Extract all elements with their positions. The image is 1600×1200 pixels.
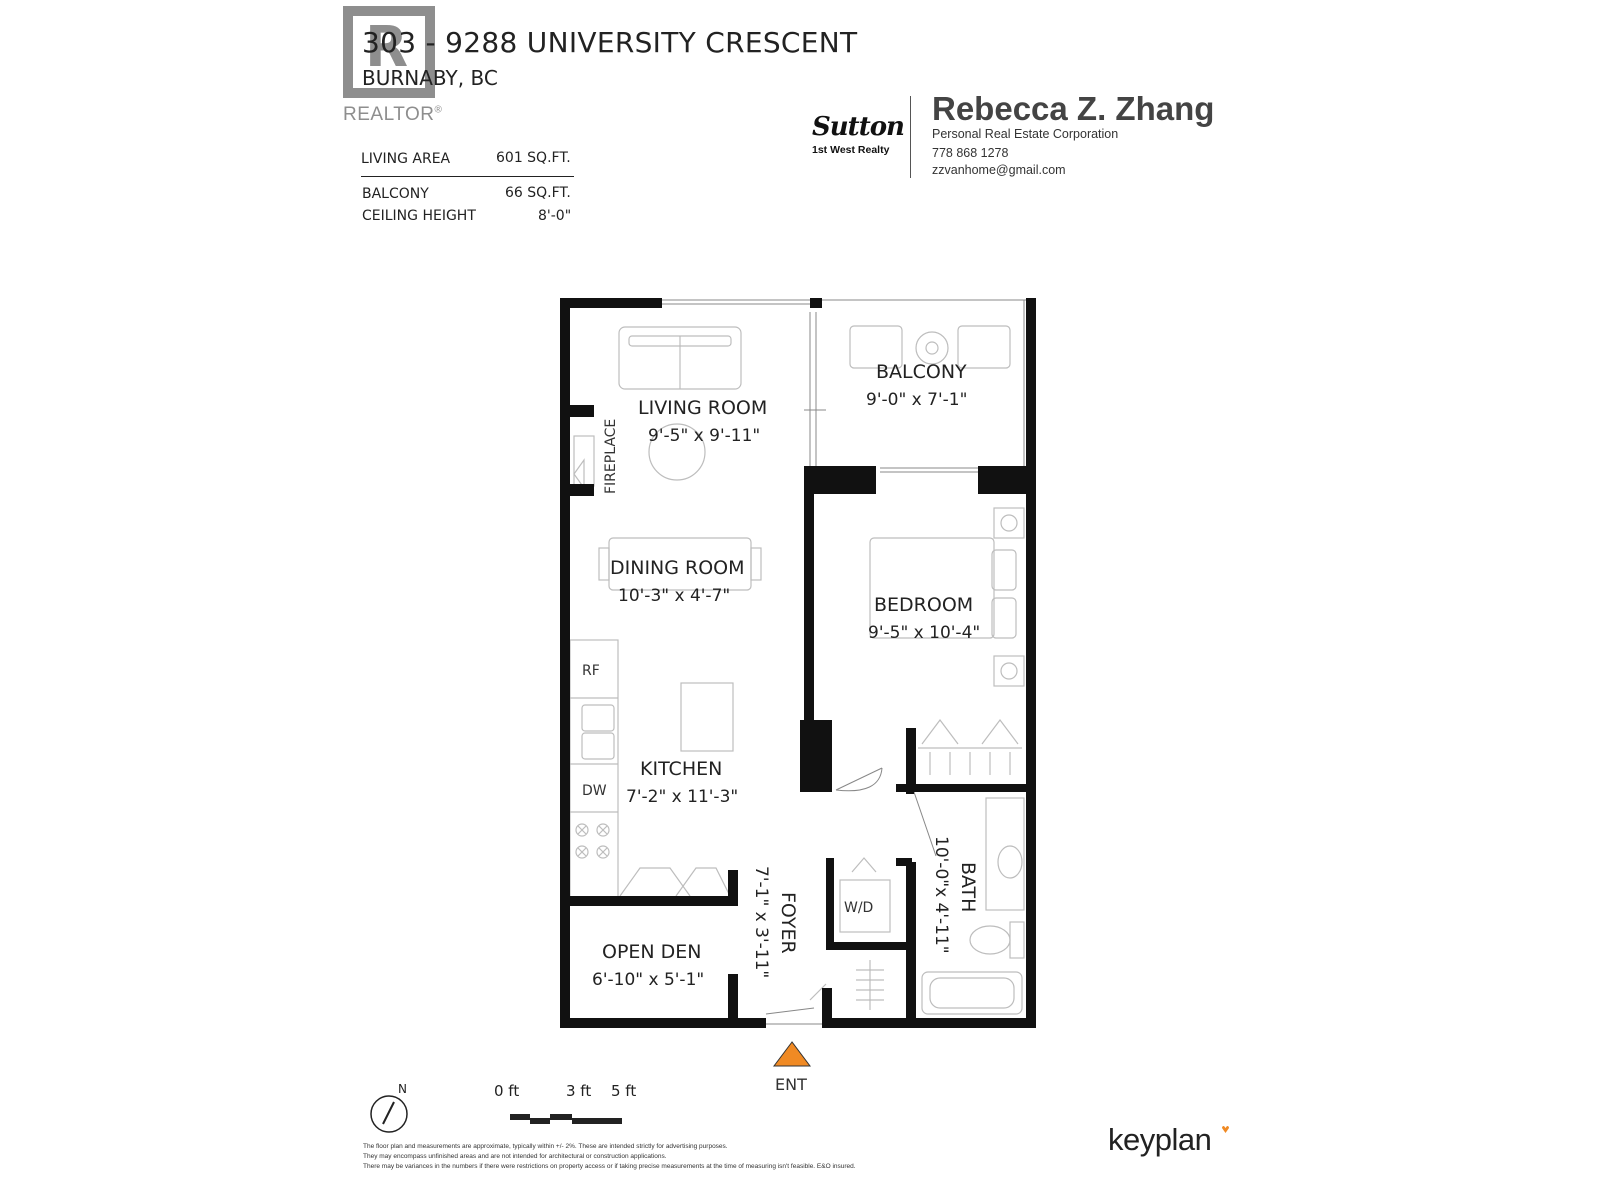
agent-email[interactable]: zzvanhome@gmail.com — [932, 163, 1066, 177]
disclaimer-line: They may encompass unfinished areas and … — [363, 1153, 667, 1160]
keyplan-logo: keyplan — [1108, 1122, 1212, 1157]
scale-label-5: 5 ft — [611, 1082, 636, 1100]
brokerage-name: 1st West Realty — [812, 144, 890, 156]
room-dining-dims: 10'-3" x 4'-7" — [618, 586, 730, 606]
vanity-icon — [985, 797, 1025, 911]
room-living-name: LIVING ROOM — [638, 397, 767, 419]
furniture-layer — [569, 325, 1025, 1015]
stat-value-balcony: 66 SQ.FT. — [505, 185, 571, 201]
room-foyer-name: FOYER — [777, 892, 799, 954]
property-city: BURNABY, BC — [362, 66, 498, 90]
agent-title: Personal Real Estate Corporation — [932, 127, 1119, 141]
sink-icon — [997, 845, 1023, 879]
disclaimer: The floor plan and measurements are appr… — [363, 1142, 923, 1172]
disclaimer-line: The floor plan and measurements are appr… — [363, 1143, 728, 1150]
kitchen-sink-icon — [581, 704, 615, 732]
fireplace-label: FIREPLACE — [603, 419, 619, 494]
realtor-logo: R REALTOR® — [343, 6, 443, 126]
toilet-icon — [969, 925, 1011, 955]
bathtub-icon — [921, 971, 1023, 1015]
keyplan-accent-icon — [1222, 1126, 1229, 1133]
coffee-table-icon — [648, 423, 706, 481]
scale-label-0: 0 ft — [494, 1082, 519, 1100]
kitchen-counter — [569, 639, 619, 905]
entrance-arrow-icon — [773, 1041, 811, 1067]
dishwasher-label: DW — [582, 783, 607, 799]
bed-icon — [869, 537, 995, 639]
entrance-label: ENT — [775, 1075, 807, 1094]
room-kitchen-name: KITCHEN — [640, 758, 722, 780]
room-bath-name: BATH — [957, 862, 979, 912]
kitchen-island-icon — [680, 682, 734, 752]
agent-divider — [910, 96, 911, 178]
washer-dryer-label: W/D — [844, 900, 873, 916]
stats-divider — [361, 176, 574, 177]
room-balcony-name: BALCONY — [876, 361, 967, 383]
room-bath-dims: 10'-0"x 4'-11" — [931, 836, 951, 954]
scale-label-3: 3 ft — [566, 1082, 591, 1100]
room-balcony-dims: 9'-0" x 7'-1" — [866, 390, 967, 410]
fridge-label: RF — [582, 663, 600, 679]
north-compass-icon — [370, 1095, 408, 1133]
balcony-table-icon — [915, 331, 949, 365]
room-kitchen-dims: 7'-2" x 11'-3" — [626, 787, 738, 807]
stove-icon — [575, 823, 610, 859]
stat-value-living-area: 601 SQ.FT. — [496, 150, 571, 166]
balcony-chair-icon — [849, 325, 903, 369]
realtor-r-icon: R — [343, 6, 435, 98]
walls — [560, 298, 1036, 1028]
disclaimer-line: There may be variances in the numbers if… — [363, 1163, 856, 1170]
room-dining-name: DINING ROOM — [610, 557, 745, 579]
room-den-name: OPEN DEN — [602, 941, 702, 963]
stat-label-balcony: BALCONY — [362, 186, 429, 202]
room-den-dims: 6'-10" x 5'-1" — [592, 970, 704, 990]
lamp-icon — [1000, 514, 1018, 532]
realtor-logo-text: REALTOR — [343, 104, 435, 125]
scale-bar: 0 ft 3 ft 5 ft — [494, 1082, 636, 1124]
stat-label-ceiling-height: CEILING HEIGHT — [362, 208, 476, 224]
room-bedroom-name: BEDROOM — [874, 594, 973, 616]
washer-dryer-icon — [839, 879, 891, 933]
room-bedroom-dims: 9'-5" x 10'-4" — [868, 623, 980, 643]
property-address: 303 - 9288 UNIVERSITY CRESCENT — [362, 26, 858, 59]
room-living-dims: 9'-5" x 9'-11" — [648, 426, 760, 446]
stat-value-ceiling-height: 8'-0" — [538, 208, 572, 224]
stat-label-living-area: LIVING AREA — [361, 151, 451, 167]
room-foyer-dims: 7'-1" x 3'-11" — [751, 866, 771, 978]
north-label: N — [398, 1082, 407, 1096]
agent-name: Rebecca Z. Zhang — [932, 90, 1215, 127]
agent-phone: 778 868 1278 — [932, 146, 1009, 160]
